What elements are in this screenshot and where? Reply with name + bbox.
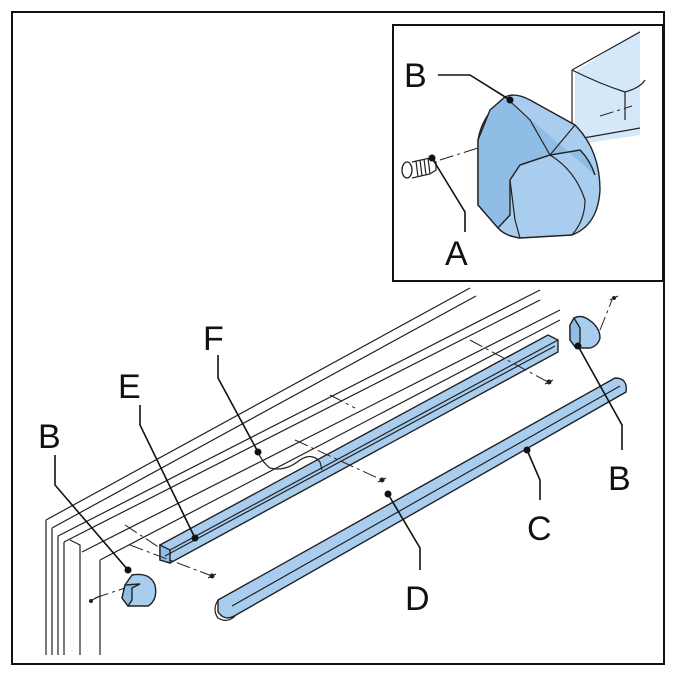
inset-b-dot: [506, 96, 514, 104]
inset-detail: B A: [392, 24, 664, 282]
leader-lines: [54, 342, 623, 574]
right-end-cap: [569, 315, 601, 350]
label-e: E: [118, 368, 141, 406]
label-f: F: [203, 320, 224, 358]
cable: [257, 451, 323, 471]
axis-lines: [94, 299, 613, 599]
inset-screw: [401, 157, 437, 179]
label-d: D: [405, 580, 430, 618]
left-end-cap: [121, 573, 157, 608]
label-right-b: B: [608, 460, 631, 498]
cover-profile: [214, 377, 627, 621]
label-left-b: B: [38, 418, 61, 456]
label-inset-a: A: [445, 235, 468, 273]
label-inset-b: B: [404, 57, 427, 95]
window-frame: [45, 287, 561, 655]
inset-b-leader: [438, 74, 511, 101]
inset-end-cap: [477, 94, 601, 239]
inset-a-leader: [431, 157, 466, 232]
inset-a-dot: [428, 154, 436, 162]
label-c: C: [527, 510, 552, 548]
mounting-rail: [159, 334, 559, 564]
outer-frame: [11, 11, 665, 665]
inset-axis-line: [439, 105, 633, 161]
